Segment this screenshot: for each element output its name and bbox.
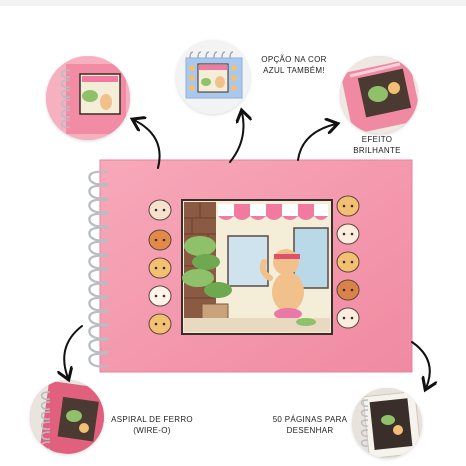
curved-arrow-icon	[411, 341, 430, 388]
left-animal-stickers	[148, 199, 172, 335]
right-animal-stickers	[336, 195, 360, 329]
sketchbook-product	[78, 158, 414, 374]
sketchbook-cover	[99, 159, 413, 373]
caption-pages: 50 PÁGINAS PARA DESENHAR	[272, 415, 348, 435]
detail-circle-blue-variant	[176, 40, 250, 114]
shop-awning	[218, 204, 328, 220]
detail-circle-cover	[46, 56, 130, 140]
bear-character	[259, 249, 304, 320]
detail-circle-shine	[340, 56, 418, 134]
caption-blue-variant: OPÇÃO NA COR AZUL TAMBÉM!	[261, 55, 327, 75]
detail-circle-pages	[352, 388, 422, 458]
top-strip	[0, 0, 466, 6]
detail-circle-spiral	[30, 380, 104, 454]
caption-shine-effect: EFEITO BRILHANTE	[353, 135, 401, 155]
wire-spiral-icon	[88, 170, 109, 368]
curved-arrow-icon	[229, 112, 244, 163]
caption-wire-spiral: ASPIRAL DE FERRO (WIRE-O)	[111, 415, 193, 435]
curved-arrow-icon	[297, 124, 336, 161]
